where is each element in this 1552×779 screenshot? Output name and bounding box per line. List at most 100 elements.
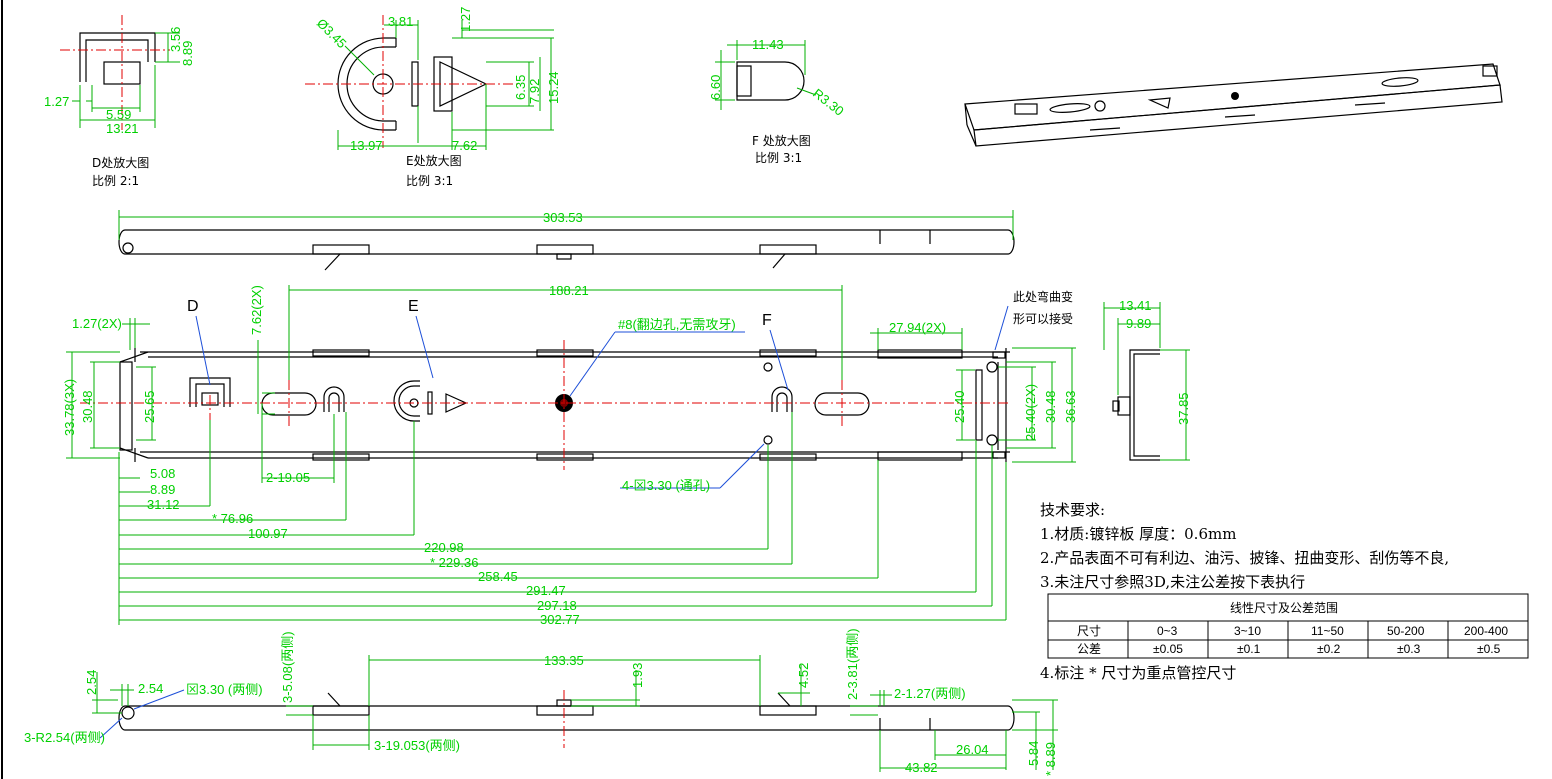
top-view: 303.53 [118,210,1015,271]
bend-note-line2: 形可以接受 [1013,311,1073,326]
table-header-tolerance: 公差 [1077,642,1101,656]
table-range-5: 200-400 [1464,624,1508,638]
dim-bot-452: 4.52 [796,663,811,688]
marker-d: D [187,298,199,315]
table-range-2: 3~10 [1234,624,1261,638]
dim-e-792: 7.92 [527,79,542,104]
dim-main-508: 5.08 [150,466,175,481]
dim-bot-4382: 43.82 [905,760,938,775]
dim-main-3048-right: 30.48 [1043,390,1058,423]
dim-side-989: 9.89 [1126,316,1151,331]
dim-main-2565: 25.65 [142,390,157,423]
dim-d-1321: 13.21 [106,121,139,136]
callout-hole-8: #8(翻边孔,无需攻牙) [618,317,736,332]
detail-e-scale: 比例 3:1 [406,174,453,188]
table-header-size: 尺寸 [1077,624,1101,638]
dim-main-2540-2x: 25.40(2X) [1023,384,1038,441]
dim-main-889: 8.89 [150,482,175,497]
dim-d-559: 5.59 [106,107,131,122]
dim-main-1905: 2-19.05 [266,470,310,485]
requirement-1: 1.材质:镀锌板 厚度：0.6mm [1040,525,1236,543]
requirement-4: 4.标注 * 尺寸为重点管控尺寸 [1040,664,1236,682]
tolerance-table: 线性尺寸及公差范围 尺寸 公差 0~3 3~10 11~50 50-200 20… [1047,593,1529,659]
marker-e: E [408,298,419,315]
detail-d-scale: 比例 2:1 [92,174,139,188]
callout-through-hole: 4-⊠3.30 (通孔) [622,478,710,493]
side-view: 13.41 9.89 37.85 [1103,298,1191,461]
dim-d-127: 1.27 [44,94,69,109]
detail-f-scale: 比例 3:1 [755,151,802,165]
table-range-1: 0~3 [1157,624,1178,638]
detail-e-label: E处放大图 [406,153,462,168]
dim-bot-381: 2-3.81(两侧) [845,628,860,700]
dim-bot-584: 5.84 [1026,741,1041,766]
dim-main-29718: 297.18 [537,598,577,613]
isometric-view [964,63,1503,147]
dim-f-1143: 11.43 [752,37,784,52]
dim-bot-13335: 133.35 [544,653,584,668]
detail-d-label: D处放大图 [92,155,149,170]
marker-f: F [762,312,772,329]
table-range-4: 50-200 [1387,624,1425,638]
requirement-2: 2.产品表面不可有利边、油污、披锋、扭曲变形、刮伤等不良, [1040,549,1449,567]
dim-bot-2604: 26.04 [956,742,989,757]
table-tol-5: ±0.5 [1477,642,1501,656]
table-tol-3: ±0.2 [1317,642,1341,656]
dim-e-762: 7.62 [452,138,477,153]
dim-main-3112: 31.12 [147,497,180,512]
bottom-view: 133.35 2.54 2.54 ⊠3.30 (两侧) 3-5.08(两侧) 1… [24,628,1058,776]
detail-d: 3.56 8.89 1.27 5.59 13.21 D处放大图 比例 2:1 [44,15,195,188]
dim-e-1524: 15.24 [546,71,561,104]
technical-requirements: 技术要求: 1.材质:镀锌板 厚度：0.6mm 2.产品表面不可有利边、油污、披… [1040,501,1449,682]
dim-d-356: 3.56 [168,27,183,52]
dim-main-3048-left: 30.48 [80,390,95,423]
dim-e-1397: 13.97 [350,138,383,153]
dim-main-7696: * 76.96 [212,511,253,526]
table-tol-1: ±0.05 [1153,642,1183,656]
dim-d-889: 8.89 [180,41,195,66]
detail-f: 11.43 6.60 R3.30 F 处放大图 比例 3:1 [708,37,847,165]
dim-bot-19053: 3-19.053(两侧) [374,738,460,753]
dim-bot-254b: 2.54 [138,681,163,696]
table-title: 线性尺寸及公差范围 [1230,601,1338,615]
dim-bot-193: 1.93 [630,663,645,688]
dim-main-3378: 33.78(3X) [62,379,77,436]
dim-bot-hole: ⊠3.30 (两侧) [186,682,263,697]
dim-side-3785: 37.85 [1176,392,1191,425]
bend-note-line1: 此处弯曲变 [1013,289,1073,304]
detail-e: Ø3.45 3.81 1.27 6.35 7.92 15.24 13.97 7.… [305,7,561,188]
dim-bot-127: 2-1.27(两侧) [894,686,966,701]
dim-bot-r254: 3-R2.54(两侧) [24,730,105,745]
table-range-3: 11~50 [1311,624,1344,638]
table-tol-4: ±0.3 [1397,642,1421,656]
dim-bot-889: * 8.89 [1043,742,1058,776]
dim-side-1341: 13.41 [1119,298,1152,313]
dim-e-635: 6.35 [513,75,528,100]
dim-main-10097: 100.97 [248,526,288,541]
dim-e-dia: Ø3.45 [314,16,350,52]
dim-e-127: 1.27 [458,7,473,32]
table-tol-2: ±0.1 [1237,642,1261,656]
dim-main-22936: * 229.36 [430,555,478,570]
dim-bot-254a: 2.54 [84,670,99,695]
dim-main-2540: 25.40 [952,390,967,423]
dim-e-381: 3.81 [388,14,413,29]
dim-main-25845: 258.45 [478,569,518,584]
dim-main-29147: 291.47 [526,583,566,598]
dim-bot-508: 3-5.08(两侧) [280,631,295,703]
requirement-3: 3.未注尺寸参照3D,未注公差按下表执行 [1040,573,1305,591]
detail-f-label: F 处放大图 [752,133,811,148]
dim-main-127: 1.27(2X) [72,316,122,331]
dim-main-22098: 220.98 [424,540,464,555]
requirements-title: 技术要求: [1040,501,1105,519]
main-view: D E F 188.21 1.27(2X) 7.62(2X) 27.94(2X)… [62,283,1078,627]
dim-main-30277: 302.77 [540,612,580,627]
dim-main-762: 7.62(2X) [249,285,264,335]
dim-main-18821: 188.21 [549,283,589,298]
dim-f-660: 6.60 [708,75,723,100]
dim-main-2794: 27.94(2X) [889,320,946,335]
dim-f-r330: R3.30 [810,86,847,119]
dim-main-3663: 36.63 [1063,390,1078,423]
dim-top-30353: 303.53 [543,210,583,225]
